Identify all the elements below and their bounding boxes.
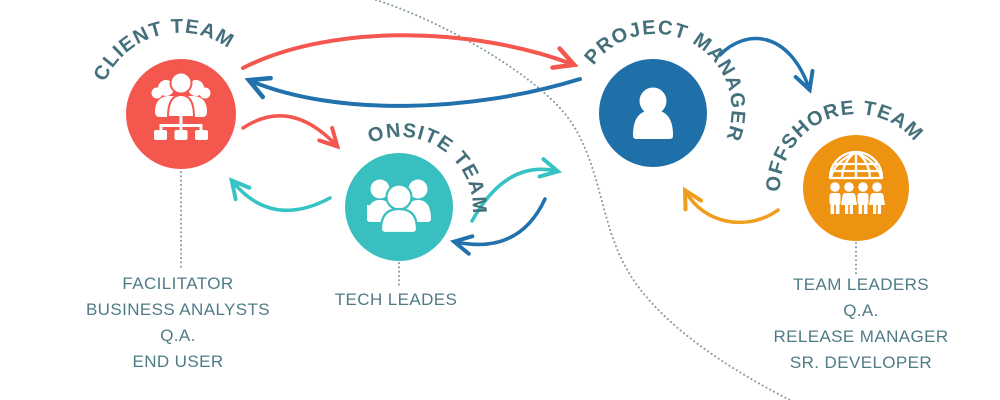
onsite-team-roles: TECH LEADES bbox=[306, 287, 486, 313]
role-line: Q.A. bbox=[160, 326, 196, 345]
role-line: RELEASE MANAGER bbox=[773, 327, 949, 346]
arrow-pm-to-offshore bbox=[718, 36, 809, 88]
arrow-client-to-onsite bbox=[241, 114, 336, 145]
person-icon bbox=[633, 87, 673, 139]
role-line: TEAM LEADERS bbox=[792, 275, 930, 294]
arrow-onsite-to-pm bbox=[470, 169, 556, 223]
arrow-pm-to-client bbox=[251, 79, 582, 108]
role-line: BUSINESS ANALYSTS bbox=[85, 300, 271, 319]
role-line: Q.A. bbox=[843, 301, 879, 320]
offshore-team-roles: TEAM LEADERS Q.A. RELEASE MANAGER SR. DE… bbox=[731, 272, 991, 376]
offshore-team-node bbox=[803, 135, 909, 241]
role-line: END USER bbox=[132, 352, 224, 371]
role-line: SR. DEVELOPER bbox=[789, 353, 933, 372]
arrow-pm-to-onsite bbox=[456, 197, 547, 244]
role-line: TECH LEADES bbox=[334, 290, 458, 309]
globe-team-icon bbox=[828, 150, 885, 214]
team-group-icon bbox=[367, 179, 431, 235]
meeting-org-chart-icon bbox=[151, 71, 211, 140]
arrow-offshore-to-pm bbox=[686, 192, 780, 225]
arrow-onsite-to-client bbox=[233, 182, 332, 212]
role-line: FACILITATOR bbox=[122, 274, 234, 293]
client-team-roles: FACILITATOR BUSINESS ANALYSTS Q.A. END U… bbox=[38, 271, 318, 375]
arrow-client-to-pm bbox=[241, 33, 572, 70]
